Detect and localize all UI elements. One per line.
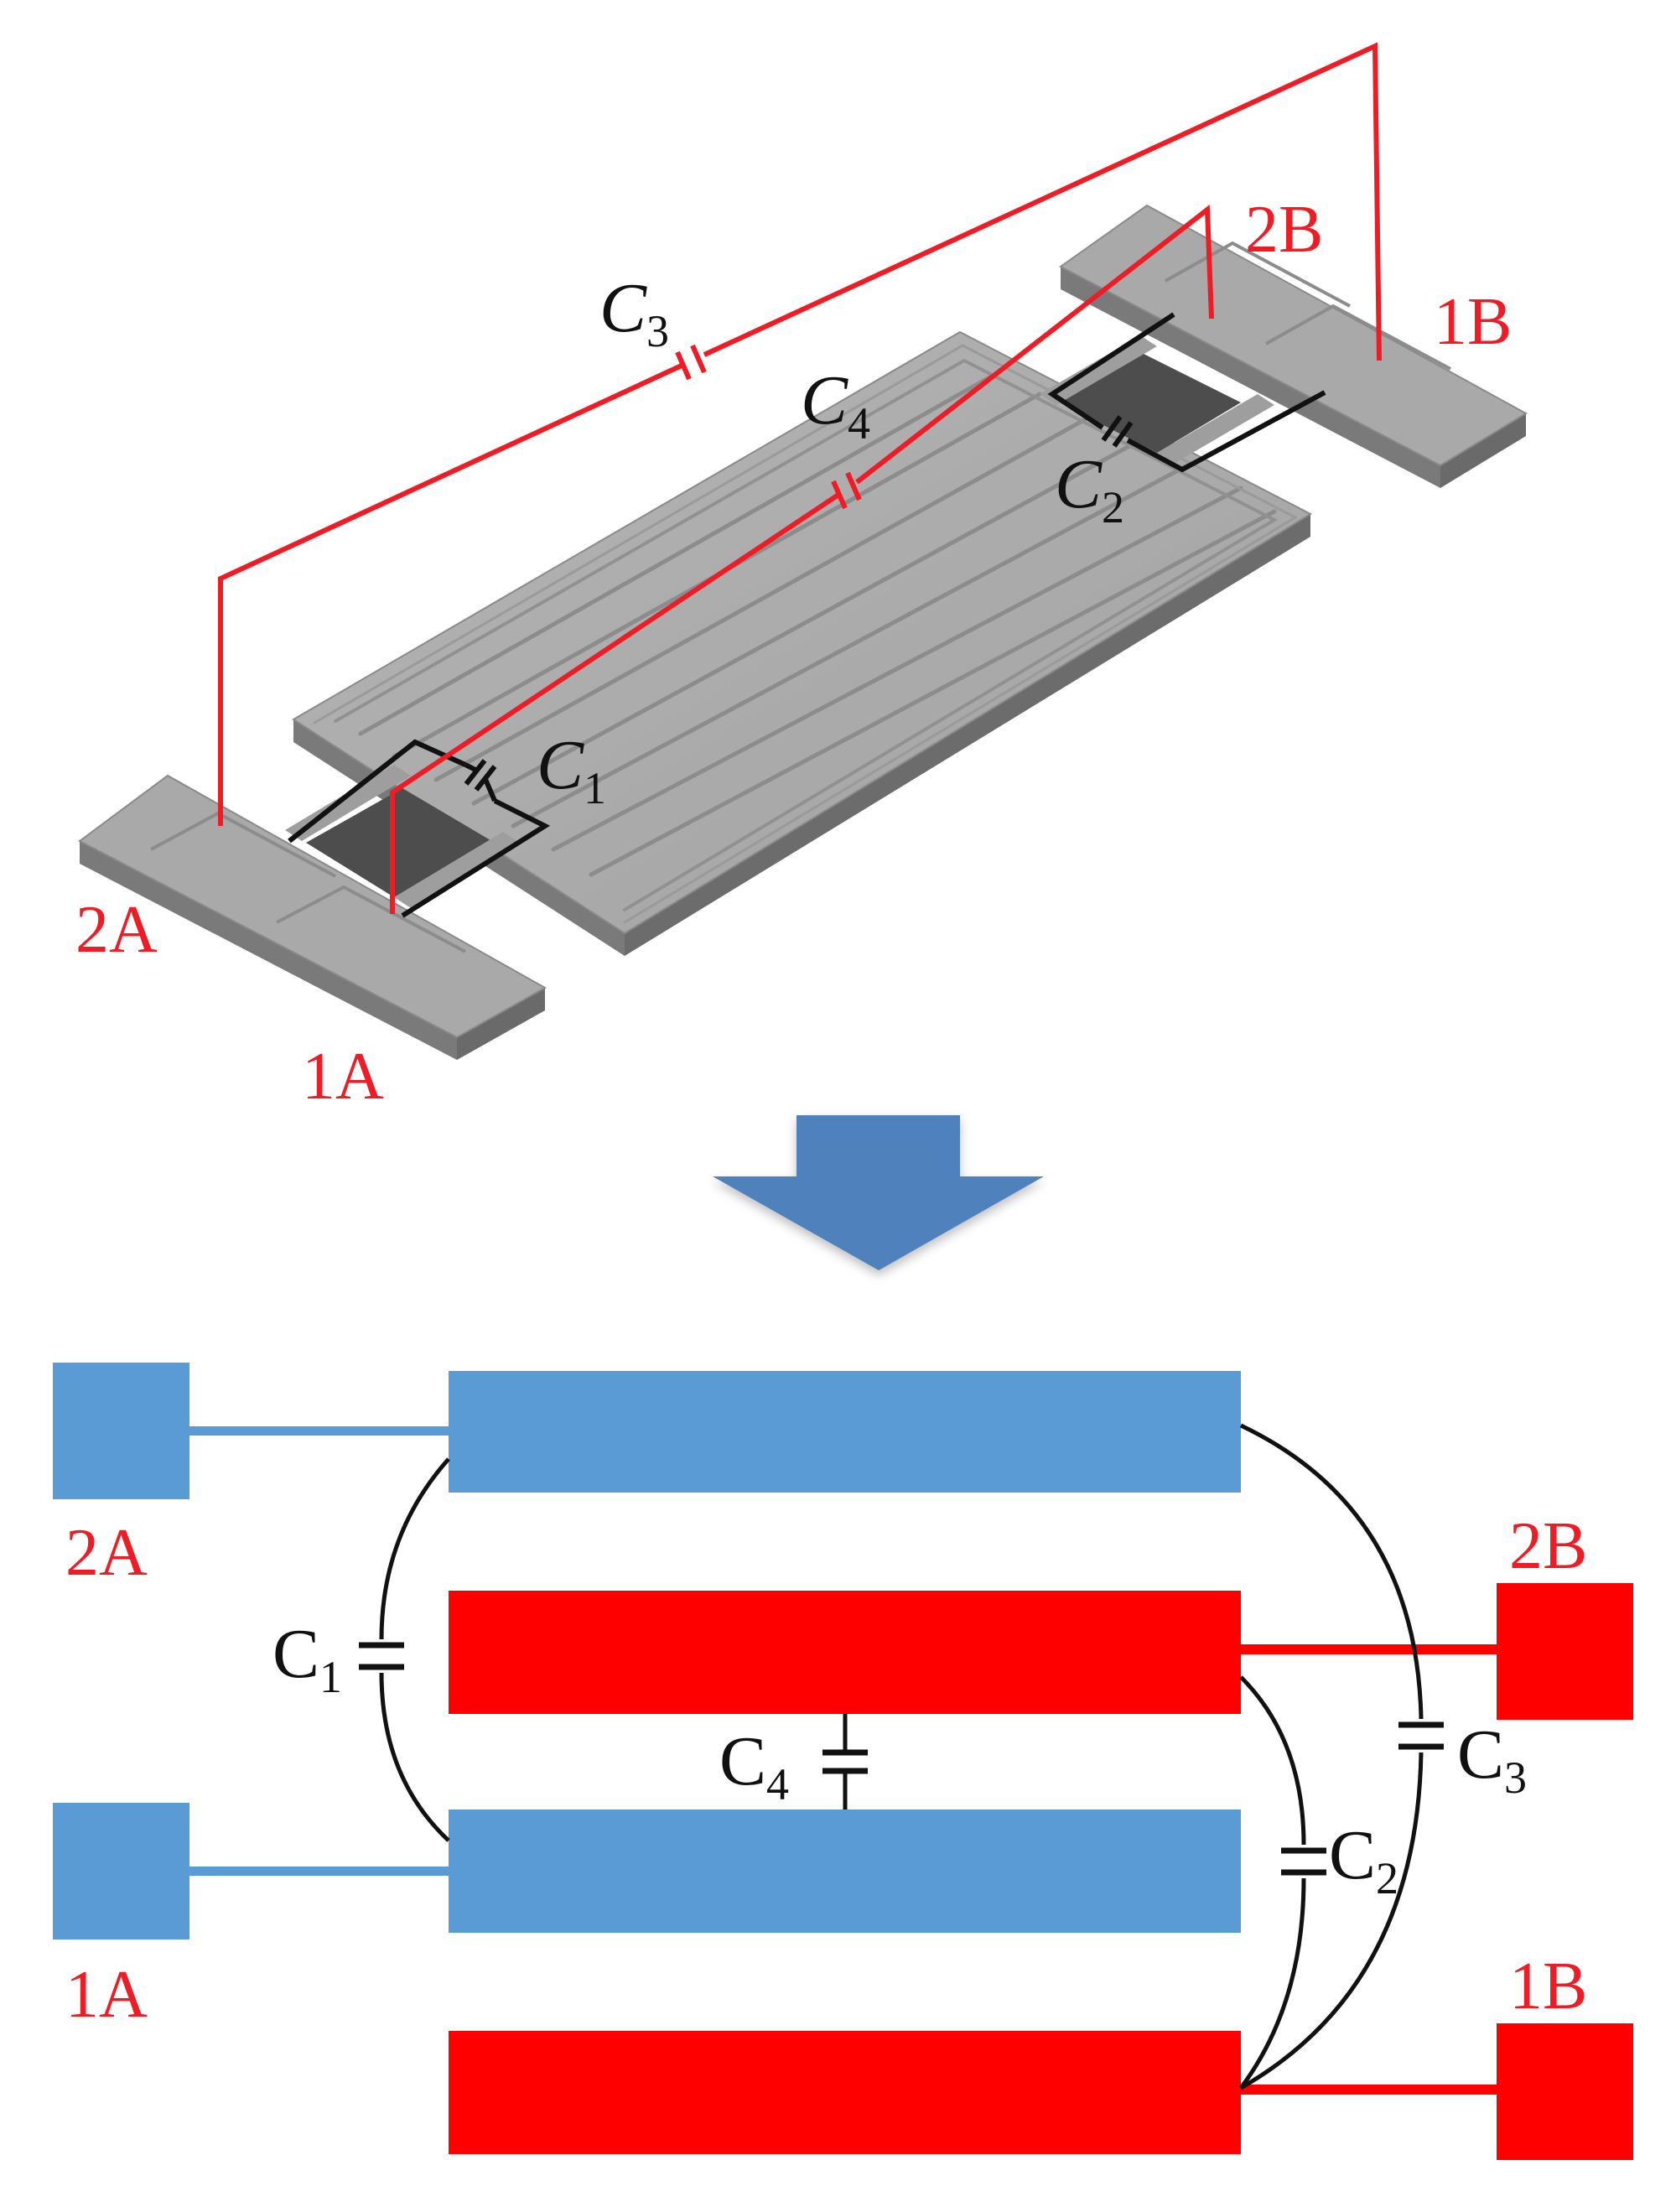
schematic-c2-capacitor-symbol: [1281, 1847, 1326, 1876]
main-plate-side-right: [625, 514, 1310, 956]
top-label-c3: C3: [599, 269, 669, 356]
top-label-c2: C2: [1055, 445, 1124, 532]
right-tether-bar: [1040, 335, 1157, 405]
pad-1B: [1497, 2023, 1633, 2160]
top-c1-capacitor-symbol: [464, 759, 497, 792]
pad-1A: [53, 1803, 189, 1939]
left-pad-side-right: [457, 988, 545, 1060]
schematic-diagram: 2A 1A 2B 1B C1 C4 C2 C3: [53, 1363, 1633, 2160]
link-1B: [1241, 2085, 1497, 2095]
electrode-bar-blue-top: [449, 1371, 1241, 1493]
pad-2B: [1497, 1583, 1633, 1720]
schematic-wires: [379, 1423, 1424, 2090]
left-tether-bar-2: [394, 832, 520, 908]
link-2A: [189, 1426, 449, 1436]
link-2B: [1241, 1644, 1497, 1654]
top-label-1B: 1B: [1434, 285, 1512, 359]
pad-2A: [53, 1363, 189, 1499]
schematic-c3-capacitor-symbol: [1398, 1721, 1444, 1750]
schematic-c1-capacitor-symbol: [359, 1642, 404, 1670]
left-pad-top: [78, 774, 547, 1039]
electrode-bar-red-upper: [449, 1591, 1241, 1714]
schematic-label-c2: C2: [1329, 1816, 1398, 1903]
right-pad-groove-2: [1265, 304, 1451, 371]
top-c3-capacitor-symbol: [675, 344, 707, 381]
black-wires: [288, 312, 1326, 918]
c2-wire: [1238, 1675, 1306, 2090]
schematic-c4-capacitor-symbol: [822, 1749, 868, 1774]
link-1A: [189, 1867, 449, 1876]
left-tether-gap: [306, 788, 495, 897]
c3-wire: [1239, 1423, 1424, 2090]
schematic-label-1B: 1B: [1509, 1950, 1587, 2023]
main-plate-top: [292, 330, 1313, 935]
left-pad-groove-2: [276, 885, 466, 953]
c1-wire-right: [401, 798, 551, 918]
c4-wire-left: [390, 492, 840, 914]
right-tether-bar-2: [1157, 394, 1274, 464]
left-pad-side-front: [80, 841, 457, 1060]
schematic-label-c1: C1: [272, 1615, 342, 1702]
right-pad-side-front: [1061, 267, 1440, 488]
right-pad-side-right: [1440, 413, 1526, 488]
isometric-device-diagram: 2A 1A 2B 1B C1 C2 C3 C4: [75, 42, 1528, 1114]
schematic-label-c3: C3: [1457, 1716, 1527, 1803]
top-label-c1: C1: [537, 726, 606, 813]
schematic-label-2A: 2A: [65, 1516, 148, 1590]
c1-wire: [379, 1457, 450, 1842]
c2-wire-right: [1126, 390, 1326, 473]
schematic-label-1A: 1A: [65, 1958, 148, 2032]
c3-wire-left: [218, 362, 685, 826]
top-label-2B: 2B: [1245, 193, 1323, 267]
top-c2-capacitor-symbol: [1101, 415, 1134, 448]
red-wires: [218, 42, 1382, 914]
schematic-label-c4: C4: [719, 1722, 789, 1810]
top-c4-capacitor-symbol: [831, 471, 862, 510]
c4-wire-right: [855, 205, 1214, 485]
top-label-c4: C4: [801, 361, 870, 449]
schematic-label-2B: 2B: [1509, 1509, 1587, 1583]
down-arrow-icon: [713, 1115, 1044, 1270]
electrode-bar-blue-lower: [449, 1810, 1241, 1933]
c2-wire-left: [1047, 312, 1175, 430]
top-label-1A: 1A: [302, 1040, 384, 1114]
c3-wire-right: [703, 42, 1382, 361]
right-pad-groove-1: [1165, 241, 1351, 308]
top-label-2A: 2A: [75, 893, 158, 967]
electrode-bar-red-bottom: [449, 2031, 1241, 2154]
